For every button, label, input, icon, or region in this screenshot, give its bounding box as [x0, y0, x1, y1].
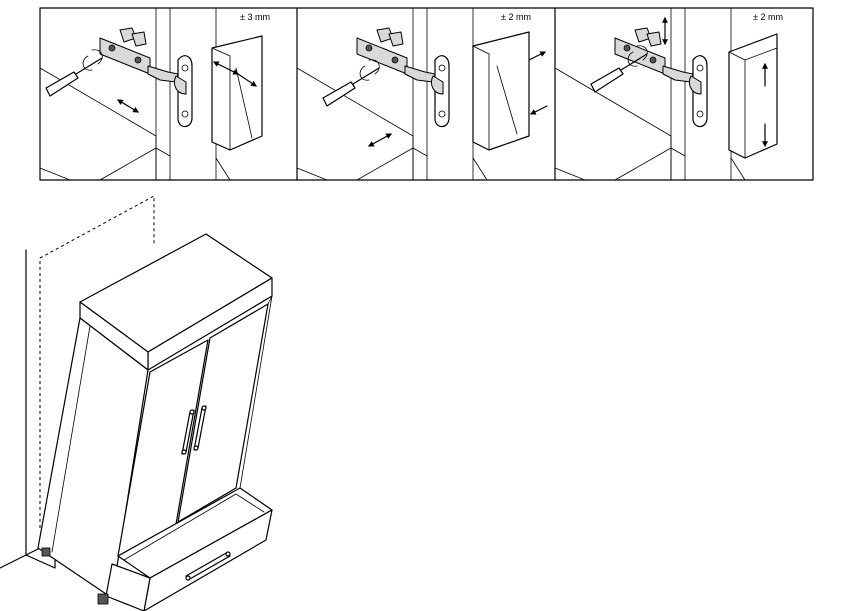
- door-shift-arrows-2: [528, 51, 548, 115]
- door-shift-arrows-1: [212, 61, 257, 87]
- wall-outline-dashed: [39, 195, 155, 528]
- wardrobe-illustration: [0, 195, 273, 611]
- left-door-handle: [181, 409, 195, 455]
- tolerance-label-1: ± 3 mm: [240, 12, 270, 22]
- adjustment-steps-strip: [39, 7, 814, 181]
- step-3-height-adjustment: ± 2 mm: [554, 7, 783, 181]
- tolerance-label-3: ± 2 mm: [753, 12, 783, 22]
- side-arrow: [367, 133, 393, 147]
- wall: [0, 249, 56, 569]
- step-1-depth-adjustment: ± 3 mm: [39, 7, 270, 181]
- right-door-handle: [193, 405, 207, 451]
- door-block-2: [472, 31, 530, 151]
- door-block-1: [211, 35, 263, 151]
- right-door: [177, 295, 273, 523]
- drawer-open: [105, 487, 273, 611]
- wardrobe-top: [79, 233, 273, 371]
- tolerance-label-2: ± 2 mm: [501, 12, 531, 22]
- step-2-side-adjustment: ± 2 mm: [296, 7, 548, 181]
- door-block-3: [728, 33, 778, 159]
- depth-arrow: [116, 99, 140, 113]
- drawer-handle: [185, 551, 231, 581]
- wardrobe-feet: [41, 547, 109, 605]
